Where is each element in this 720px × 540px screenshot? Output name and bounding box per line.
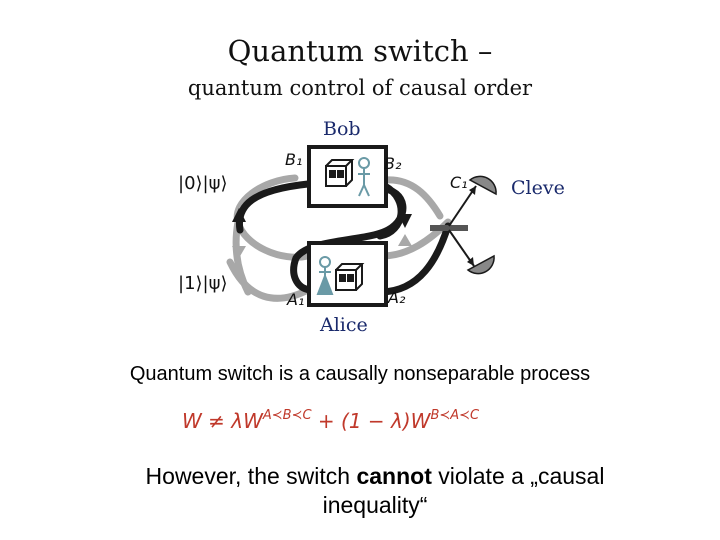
beam-up-arrow xyxy=(469,186,476,195)
slide-title: Quantum switch – xyxy=(227,34,493,68)
slide-subtitle: quantum control of causal order xyxy=(187,76,533,100)
dark-path-to-splitter xyxy=(376,222,452,296)
arrow-head-left xyxy=(232,208,246,222)
beam-splitter xyxy=(430,225,468,231)
arrow-head-gray-left xyxy=(232,246,246,258)
party-label-bob: Bob xyxy=(323,118,361,140)
gray-path-upper-right xyxy=(381,176,444,220)
arrow-head-gray-right xyxy=(398,234,412,246)
alice-cube-icon xyxy=(335,263,365,291)
port-label-a2: A₂ xyxy=(387,288,406,307)
causal-formula: W ≠ λWA≺B≺C + (1 − λ)WB≺A≺C xyxy=(182,408,480,433)
alice-lab-box xyxy=(307,241,388,307)
port-label-b2: B₂ xyxy=(384,154,402,173)
alice-person-icon xyxy=(316,256,334,295)
bob-cube-icon xyxy=(325,159,355,187)
arrow-group-gray xyxy=(232,234,412,258)
input-label-upper: |0⟩|ψ⟩ xyxy=(178,173,228,194)
however-text-after: violate a „causal inequality“ xyxy=(322,463,605,518)
arrow-head-right xyxy=(398,214,412,228)
dark-path-group xyxy=(235,180,452,296)
arrow-group xyxy=(232,208,412,228)
party-label-cleve: Cleve xyxy=(511,177,565,199)
port-label-a1: A₁ xyxy=(286,290,304,309)
cleve-apparatus xyxy=(430,175,497,275)
however-text-before: However, the switch xyxy=(145,463,357,489)
however-statement: However, the switch cannot violate a „ca… xyxy=(100,462,650,520)
beam-down-arrow xyxy=(467,257,474,266)
party-label-alice: Alice xyxy=(320,314,368,336)
gray-path-bottom xyxy=(226,258,312,302)
bob-person-icon xyxy=(358,157,370,197)
beam-up xyxy=(448,185,477,227)
detector-upper xyxy=(468,175,497,196)
port-label-c1: C₁ xyxy=(450,173,468,192)
nonseparable-statement: Quantum switch is a causally nonseparabl… xyxy=(129,363,591,385)
dark-path-left xyxy=(235,180,312,234)
detector-lower xyxy=(466,254,495,275)
causal-formula-text: W ≠ λWA≺B≺C + (1 − λ)WB≺A≺C xyxy=(182,408,480,433)
port-label-b1: B₁ xyxy=(285,150,302,169)
quantum-switch-diagram: |0⟩|ψ⟩ |1⟩|ψ⟩ B₁ B₂ C₁ A₁ A₂ xyxy=(178,145,497,309)
bob-box-frame xyxy=(307,145,388,208)
however-text-bold: cannot xyxy=(356,463,432,489)
input-label-lower: |1⟩|ψ⟩ xyxy=(178,273,228,294)
bob-lab-box xyxy=(307,145,388,208)
